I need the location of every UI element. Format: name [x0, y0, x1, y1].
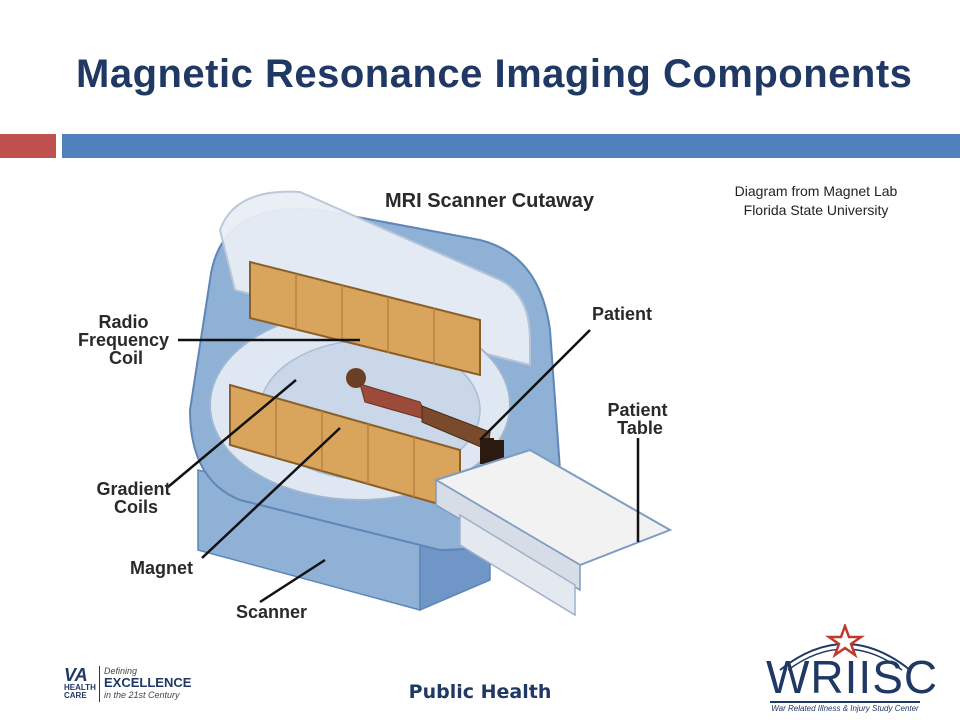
va-tag-line-1: Defining [104, 666, 138, 676]
diagram-heading: MRI Scanner Cutaway [385, 190, 595, 212]
label-scanner: Scanner [236, 602, 307, 622]
patient-table-side [435, 478, 581, 592]
star-icon [779, 624, 911, 671]
va-mark-big: VA [64, 665, 88, 685]
va-divider [99, 666, 100, 702]
wriisc-name: WRIISC [766, 651, 939, 703]
rf-coil-line-2: Frequency [78, 330, 169, 350]
patient-figure [346, 368, 504, 466]
accent-bar-red [0, 134, 56, 158]
footer-public-health: Public Health [408, 681, 552, 703]
rf-coil-line-1: Radio [98, 312, 148, 332]
rf-coil-line-3: Coil [109, 348, 143, 368]
credit-line-2: Florida State University [743, 202, 889, 218]
patient-table-base [459, 513, 576, 617]
label-patient-table: Patient Table [607, 400, 672, 438]
label-leader-lines [167, 329, 640, 604]
label-radio-frequency-coil: Radio Frequency Coil [78, 312, 174, 368]
mri-scanner-diagram: MRI Scanner Cutaway Radio Frequency Coil… [78, 190, 673, 622]
wriisc-logo: WRIISC War Related Illness & Injury Stud… [766, 624, 939, 714]
va-tag-line-2: EXCELLENCE [104, 675, 192, 690]
credit-line-1: Diagram from Magnet Lab [734, 183, 898, 199]
wriisc-rule [770, 701, 920, 703]
va-tag-line-3: in the 21st Century [104, 690, 180, 700]
slide-title: Magnetic Resonance Imaging Components [76, 52, 913, 96]
va-mark-line-1: HEALTH [64, 683, 96, 692]
label-patient: Patient [592, 304, 652, 324]
label-magnet: Magnet [130, 558, 193, 578]
va-mark: VA HEALTH CARE [64, 666, 100, 700]
accent-bar-blue [62, 134, 960, 158]
gradient-line-1: Gradient [96, 479, 170, 499]
gradient-coil-segments [275, 398, 415, 497]
wriisc-subtitle: War Related Illness & Injury Study Cente… [771, 704, 919, 713]
radio-frequency-coil-shape [249, 260, 481, 377]
diagram-credit: Diagram from Magnet Lab Florida State Un… [700, 182, 932, 220]
va-mark-line-2: CARE [64, 691, 87, 700]
va-tagline: Defining EXCELLENCE in the 21st Century [104, 666, 204, 700]
label-gradient-coils: Gradient Coils [96, 479, 175, 517]
patient-table-line-1: Patient [607, 400, 667, 420]
rf-coil-segments [295, 274, 435, 364]
gradient-line-2: Coils [114, 497, 158, 517]
va-health-care-logo: VA HEALTH CARE Defining EXCELLENCE in th… [64, 664, 194, 704]
patient-table-line-2: Table [617, 418, 663, 438]
